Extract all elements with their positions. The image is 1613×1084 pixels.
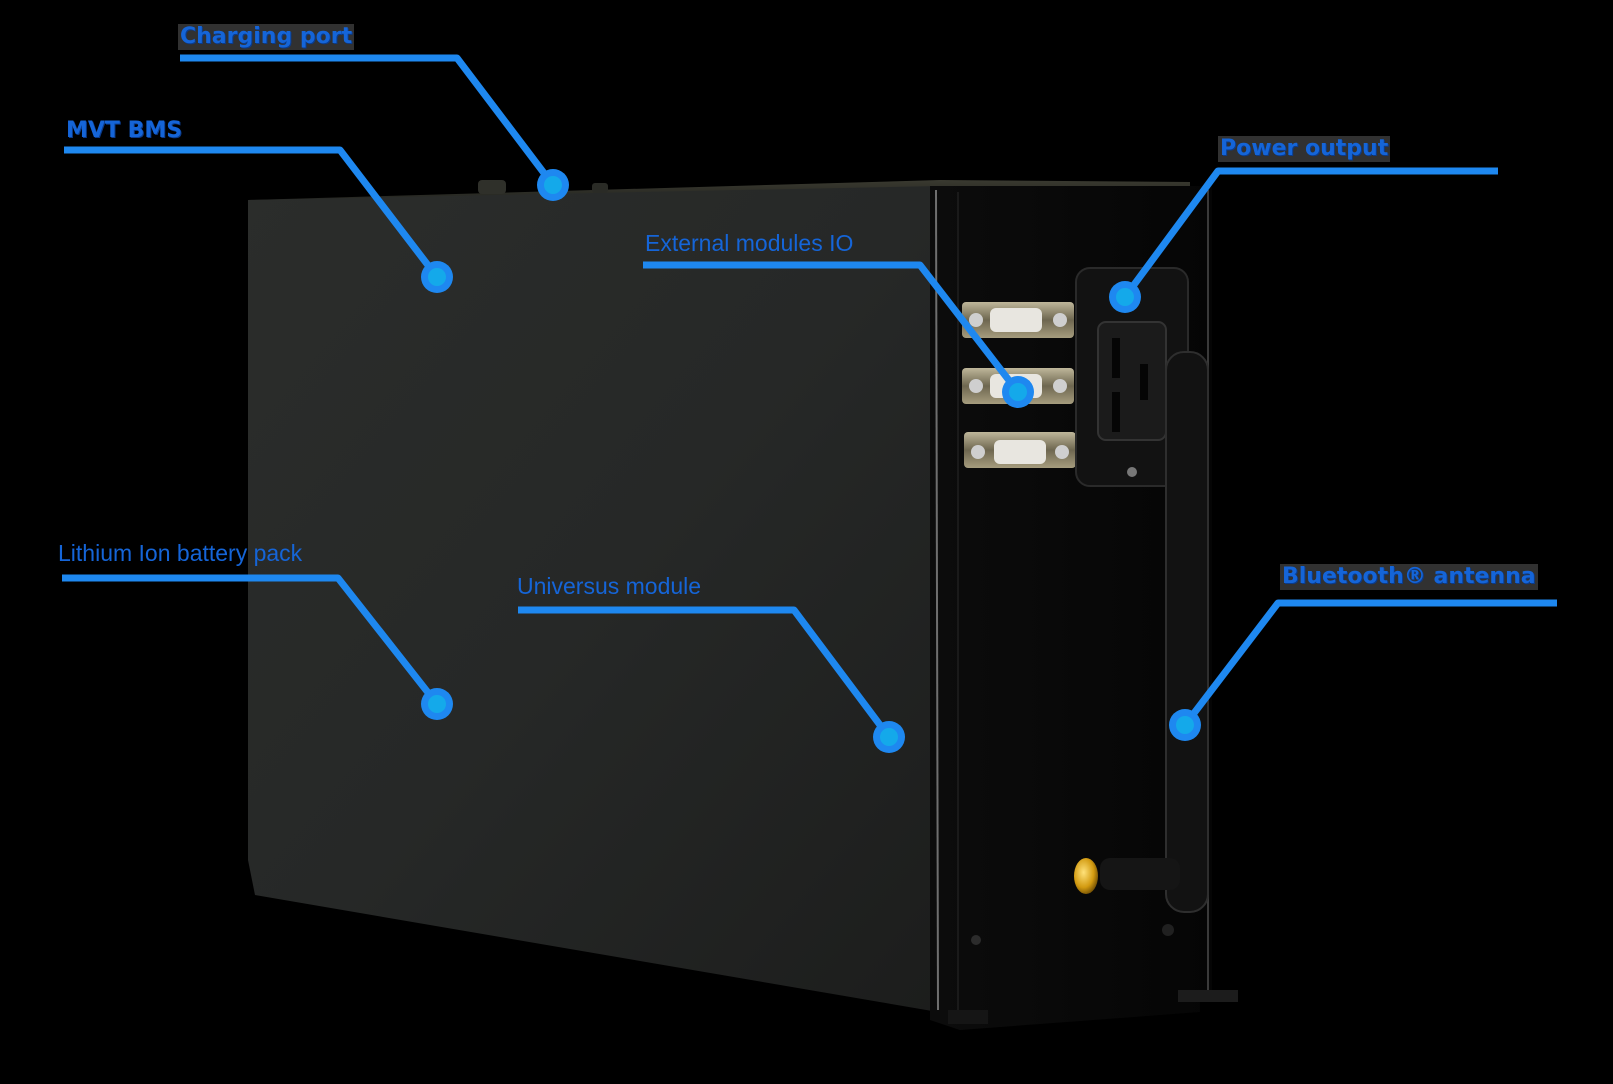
callout-dot-bluetooth-antenna [1169, 709, 1201, 741]
callout-line-external-modules-io [643, 261, 1021, 395]
label-bluetooth-antenna: Bluetooth® antenna [1280, 564, 1538, 590]
antenna [1074, 351, 1209, 913]
label-external-modules-io: External modules IO [645, 230, 854, 256]
callout-line-power-output [1122, 167, 1498, 300]
callout-dot-battery-pack [421, 688, 453, 720]
label-power-output: Power output [1218, 136, 1391, 162]
label-charging-port: Charging port [178, 24, 355, 50]
callout-dots [421, 169, 1201, 753]
callout-line-battery-pack [62, 574, 440, 707]
label-mvt-bms: MVT BMS [66, 118, 183, 143]
callout-dot-external-modules-io [1002, 376, 1034, 408]
callout-line-mvt-bms [64, 146, 440, 280]
callout-line-universus-module [518, 606, 892, 740]
box-front-face [248, 186, 938, 1012]
power-outlet [1075, 267, 1189, 487]
callout-line-bluetooth-antenna [1182, 599, 1557, 728]
label-universus-module: Universus module [517, 573, 702, 599]
callout-dot-mvt-bms [421, 261, 453, 293]
callout-dot-power-output [1109, 281, 1141, 313]
callout-dot-charging-port [537, 169, 569, 201]
label-battery-pack: Lithium Ion battery pack [58, 540, 303, 566]
callout-dot-universus-module [873, 721, 905, 753]
callout-lines [62, 54, 1557, 740]
callout-line-charging-port [180, 54, 556, 188]
